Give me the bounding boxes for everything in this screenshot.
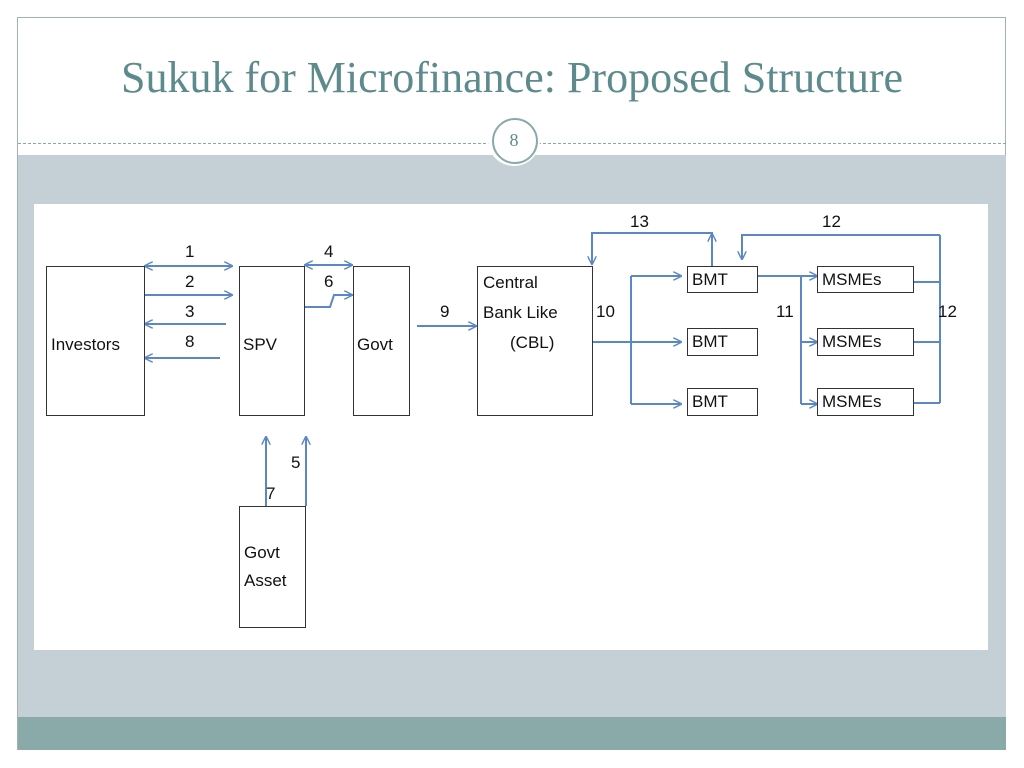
flow-label-4: 4 — [324, 242, 334, 261]
flow-arrows — [34, 232, 941, 506]
govt-asset-box: Govt Asset — [239, 506, 306, 628]
slide-number-badge: 8 — [488, 114, 540, 166]
flow-label-13: 13 — [630, 212, 649, 231]
arrow-13 — [592, 232, 713, 266]
flow-label-9: 9 — [440, 302, 450, 321]
flow-label-12-top: 12 — [822, 212, 841, 231]
flow-label-5: 5 — [291, 453, 301, 472]
bmt-label-3: BMT — [692, 392, 728, 411]
flow-label-1: 1 — [185, 242, 195, 261]
bmt-box-2: BMT — [687, 328, 758, 356]
govt-asset-label-1: Govt — [244, 543, 280, 562]
flow-label-12-right: 12 — [938, 302, 957, 321]
bmt-label-2: BMT — [692, 332, 728, 351]
slide-number: 8 — [509, 130, 519, 150]
spv-box: SPV — [239, 266, 305, 416]
msmes-label-2: MSMEs — [822, 332, 882, 351]
flow-label-3: 3 — [185, 302, 195, 321]
flow-label-7: 7 — [266, 484, 276, 503]
msmes-box-3: MSMEs — [817, 388, 914, 416]
footer-band — [18, 717, 1006, 750]
flow-label-2: 2 — [185, 272, 195, 291]
govt-asset-label-2: Asset — [244, 571, 287, 590]
flow-label-6: 6 — [324, 272, 334, 291]
govt-box: Govt — [353, 266, 410, 416]
spv-label: SPV — [243, 335, 278, 354]
flow-label-8: 8 — [185, 332, 195, 351]
bmt-box-1: BMT — [687, 266, 758, 293]
cbl-label-1: Central — [483, 273, 538, 292]
investors-label: Investors — [51, 335, 120, 354]
structure-diagram: Investors SPV Govt Govt Asset Central Ba… — [34, 204, 988, 650]
badge-ring — [492, 118, 538, 164]
flow-label-11: 11 — [776, 302, 794, 321]
arrow-6 — [305, 295, 352, 308]
investors-box: Investors — [46, 266, 145, 416]
cbl-label-2: Bank Like — [483, 303, 558, 322]
msmes-box-2: MSMEs — [817, 328, 914, 356]
bmt-box-3: BMT — [687, 388, 758, 416]
govt-label: Govt — [357, 335, 393, 354]
cbl-box: Central Bank Like (CBL) — [477, 266, 593, 416]
slide-title: Sukuk for Microfinance: Proposed Structu… — [120, 53, 904, 102]
arrow-12-top — [742, 234, 940, 259]
msmes-box-1: MSMEs — [817, 266, 914, 293]
msmes-label-3: MSMEs — [822, 392, 882, 411]
flow-label-10: 10 — [596, 302, 615, 321]
bmt-label-1: BMT — [692, 270, 728, 289]
cbl-label-3: (CBL) — [510, 333, 555, 352]
msmes-label-1: MSMEs — [822, 270, 882, 289]
